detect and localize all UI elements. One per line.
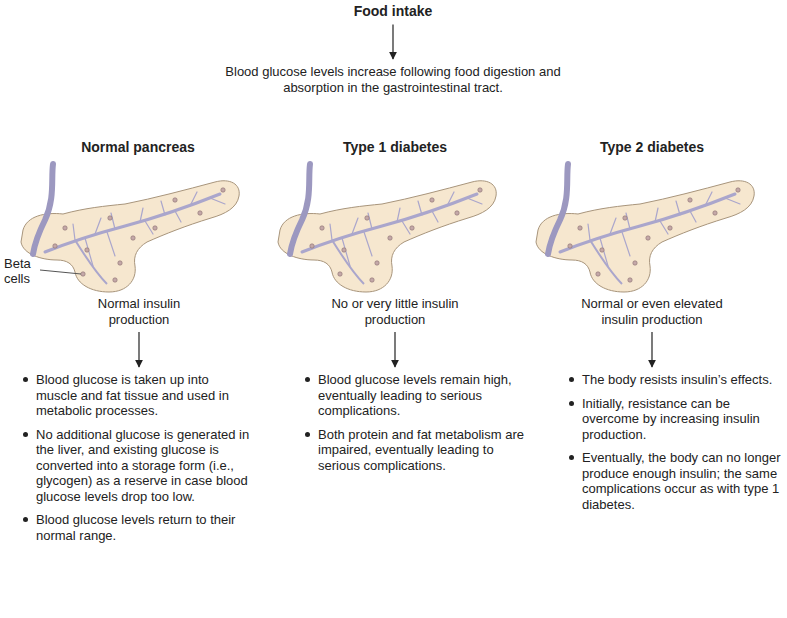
bullet-item: Initially, resistance can be overcome by… [566,396,782,443]
bullet-dot [23,517,28,522]
bullet-item: Blood glucose levels return to their nor… [20,512,252,543]
column-heading: Type 1 diabetes [295,140,495,155]
column-heading: Type 2 diabetes [552,140,752,155]
bullet-item: The body resists insulin’s effects. [566,372,782,388]
bullet-dot [569,401,574,406]
type2-pancreas [536,164,754,292]
bullet-text: Blood glucose levels remain high, eventu… [318,372,524,419]
bullet-item: Blood glucose is taken up into muscle an… [20,372,252,419]
bullet-text: Blood glucose is taken up into muscle an… [36,372,252,419]
node-text: Normal or even elevated insulin producti… [570,296,734,327]
description-text: Blood glucose levels increase following … [203,64,583,95]
bullet-text: Blood glucose levels return to their nor… [36,512,252,543]
normal-pancreas [21,164,239,292]
status-text: Normal insulin production [83,296,195,327]
bullet-item: Blood glucose levels remain high, eventu… [302,372,524,419]
bullet-text: The body resists insulin’s effects. [582,372,782,388]
node-text: Food intake [293,4,493,20]
flow-arrow [651,332,652,367]
bullet-dot [305,432,310,437]
bullet-dot [569,377,574,382]
bullet-dot [305,377,310,382]
bullet-text: Initially, resistance can be overcome by… [582,396,782,443]
node-text: Normal insulin production [83,296,195,327]
bullet-list: Blood glucose levels remain high, eventu… [302,372,524,481]
bullet-item: Eventually, the body can no longer produ… [566,450,782,512]
flow-arrow [392,25,393,60]
type1-pancreas [278,164,496,292]
input-text: Food intake [293,4,493,20]
bullet-item: Both protein and fat metabolism are impa… [302,427,524,474]
bullet-item: No additional glucose is generated in th… [20,427,252,505]
bullet-dot [569,455,574,460]
bullet-text: No additional glucose is generated in th… [36,427,252,505]
bullet-list: The body resists insulin’s effects. Initi… [566,372,782,520]
status-text: No or very little insulin production [328,296,462,327]
flow-arrow [138,332,139,367]
bullet-list: Blood glucose is taken up into muscle an… [20,372,252,551]
node-text: Blood glucose levels increase following … [203,64,583,95]
part-label: Beta cells [4,256,40,286]
leader-line [40,270,81,274]
bullet-dot [23,432,28,437]
bullet-text: Eventually, the body can no longer produ… [582,450,782,512]
bullet-dot [23,377,28,382]
status-text: Normal or even elevated insulin producti… [570,296,734,327]
column-heading: Normal pancreas [38,140,238,155]
bullet-text: Both protein and fat metabolism are impa… [318,427,524,474]
node-text: No or very little insulin production [328,296,462,327]
flow-arrow [394,332,395,367]
